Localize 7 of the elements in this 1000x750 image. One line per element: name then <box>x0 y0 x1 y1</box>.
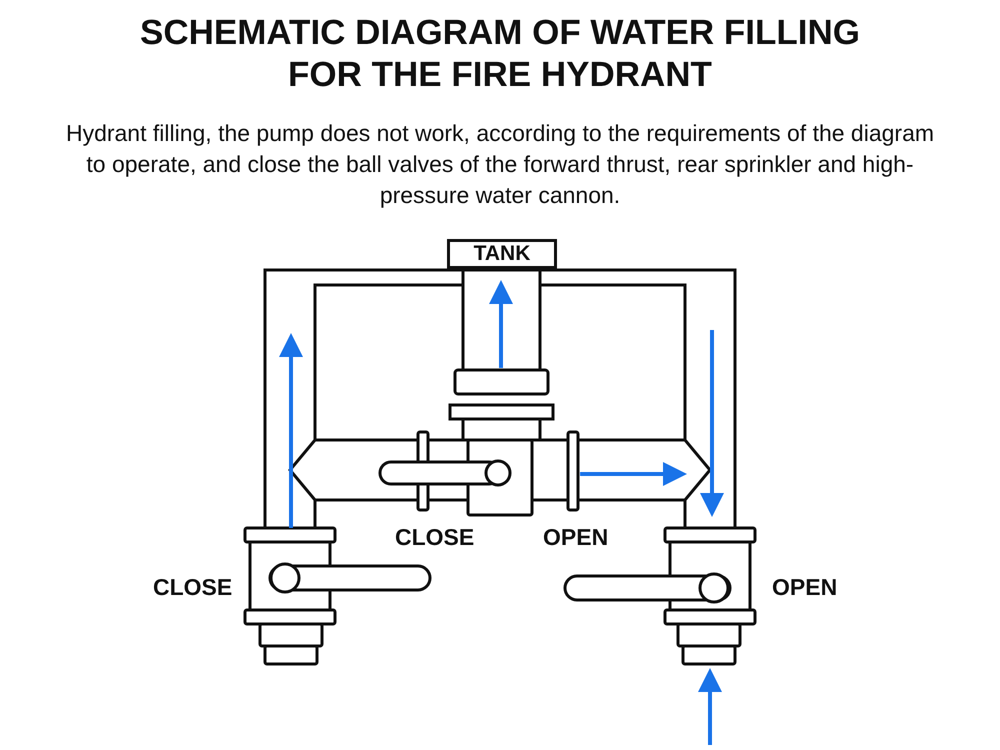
valve-state-label: OPEN <box>543 524 608 551</box>
valve-state-label: CLOSE <box>153 574 232 601</box>
tank-box: TANK <box>447 239 557 269</box>
valve-state-label: OPEN <box>772 574 838 601</box>
description-text: Hydrant filling, the pump does not work, according to the requirements of the diagram to operate, and close the ball valves of the forward thrust, rear sprinkler and high-pressure water cannon. <box>64 119 936 210</box>
title: SCHEMATIC DIAGRAM OF WATER FILLING FOR THE FIRE HYDRANT <box>138 12 862 96</box>
valve-state-label: CLOSE <box>395 524 474 551</box>
